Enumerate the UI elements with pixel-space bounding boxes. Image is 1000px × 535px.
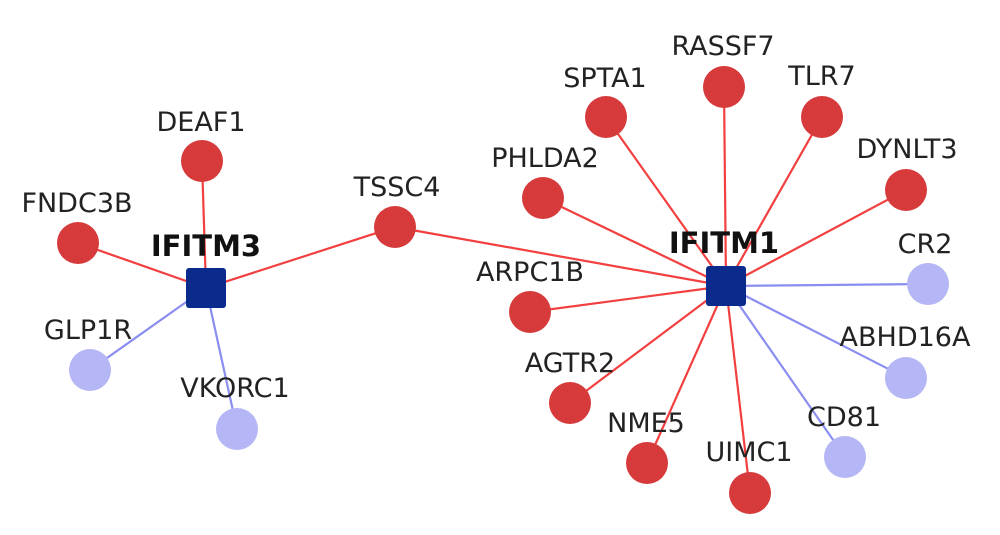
edge-ifitm1-arpc1b: [529, 284, 727, 314]
node-nme5[interactable]: [626, 442, 668, 484]
node-glp1r[interactable]: [69, 349, 111, 391]
edge-ifitm1-abhd16a: [725, 285, 907, 379]
node-label-phlda2: PHLDA2: [491, 143, 599, 174]
edge-ifitm1-nme5: [645, 285, 728, 464]
edges-layer: [77, 86, 929, 494]
node-cd81[interactable]: [824, 436, 866, 478]
node-abhd16a[interactable]: [885, 357, 927, 399]
node-dynlt3[interactable]: [885, 169, 927, 211]
node-label-cr2: CR2: [898, 229, 953, 260]
node-label-dynlt3: DYNLT3: [857, 134, 958, 165]
node-vkorc1[interactable]: [216, 408, 258, 450]
node-label-vkorc1: VKORC1: [180, 373, 289, 404]
node-tlr7[interactable]: [801, 96, 843, 138]
node-label-tlr7: TLR7: [787, 61, 855, 92]
hub-node-ifitm3[interactable]: [186, 268, 226, 308]
nodes-layer: [57, 66, 949, 514]
node-label-uimc1: UIMC1: [705, 437, 792, 468]
node-arpc1b[interactable]: [509, 291, 551, 333]
node-tssc4[interactable]: [374, 206, 416, 248]
edge-ifitm1-tssc4: [394, 225, 727, 288]
node-spta1[interactable]: [585, 96, 627, 138]
edge-ifitm1-rassf7: [722, 86, 728, 287]
edge-ifitm3-deaf1: [200, 160, 208, 289]
edge-ifitm1-cr2: [725, 282, 929, 288]
node-label-glp1r: GLP1R: [44, 315, 132, 346]
node-rassf7[interactable]: [703, 66, 745, 108]
node-label-arpc1b: ARPC1B: [476, 257, 584, 288]
edge-ifitm1-uimc1: [724, 285, 752, 494]
node-label-spta1: SPTA1: [563, 63, 646, 94]
edge-ifitm1-tlr7: [725, 116, 823, 287]
edge-ifitm1-spta1: [605, 116, 727, 287]
node-phlda2[interactable]: [522, 177, 564, 219]
node-deaf1[interactable]: [181, 140, 223, 182]
node-uimc1[interactable]: [729, 472, 771, 514]
node-label-nme5: NME5: [607, 408, 685, 439]
hub-label-ifitm1: IFITM1: [669, 226, 779, 260]
node-label-cd81: CD81: [807, 402, 881, 433]
hub-label-ifitm3: IFITM3: [151, 229, 261, 263]
hub-node-ifitm1[interactable]: [706, 266, 746, 306]
edge-ifitm1-dynlt3: [725, 189, 907, 287]
edge-ifitm1-phlda2: [542, 197, 727, 287]
node-label-tssc4: TSSC4: [353, 172, 441, 203]
edge-ifitm3-vkorc1: [204, 287, 239, 430]
node-cr2[interactable]: [907, 263, 949, 305]
edge-ifitm1-agtr2: [569, 285, 727, 404]
node-label-abhd16a: ABHD16A: [840, 322, 971, 353]
node-label-rassf7: RASSF7: [671, 31, 774, 62]
node-agtr2[interactable]: [549, 382, 591, 424]
node-label-agtr2: AGTR2: [525, 348, 615, 379]
edge-ifitm1-cd81: [725, 285, 846, 458]
node-fndc3b[interactable]: [57, 222, 99, 264]
edge-ifitm3-tssc4: [205, 225, 396, 290]
node-label-fndc3b: FNDC3B: [21, 188, 132, 219]
edge-ifitm3-fndc3b: [77, 241, 207, 290]
node-label-deaf1: DEAF1: [156, 107, 245, 138]
